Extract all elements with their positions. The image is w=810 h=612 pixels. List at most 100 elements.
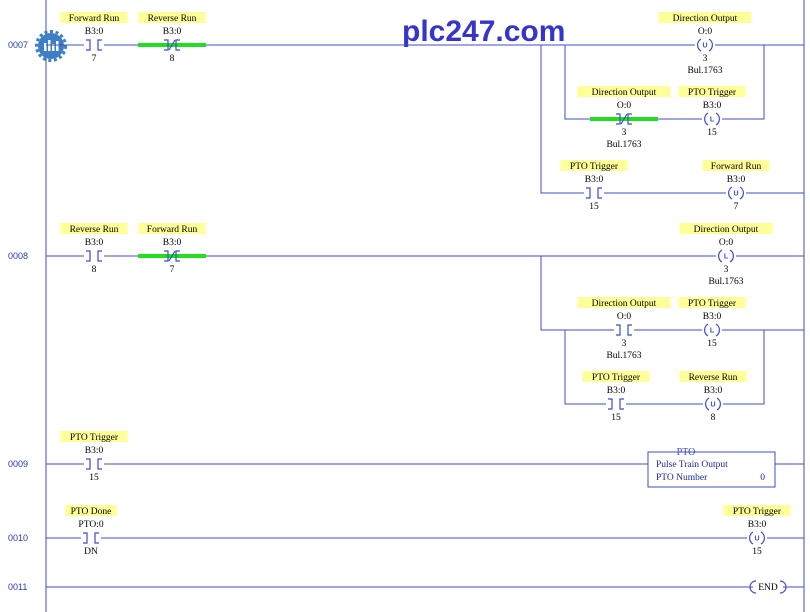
contact-left-bracket: [616, 113, 621, 125]
tag-bit: 7: [92, 54, 97, 64]
tag-label-highlight: [679, 371, 747, 382]
coil-right-arc: [760, 531, 765, 545]
tag-description: Bul.1763: [687, 66, 722, 76]
contact-right-bracket: [597, 187, 602, 199]
coil-left-arc: [728, 186, 733, 200]
coil-left-arc: [704, 323, 709, 337]
tag-label: Direction Output: [694, 225, 759, 235]
coil-right-arc: [708, 38, 713, 52]
coil-left-arc: [705, 397, 710, 411]
pto-block-frame: [647, 451, 776, 488]
tag-bit: 15: [611, 413, 621, 423]
tag-label: PTO Done: [71, 507, 112, 517]
tag-bit: 15: [707, 128, 717, 138]
tag-address: B3:0: [85, 238, 104, 248]
tag-bit: 15: [589, 202, 599, 212]
tag-label-highlight: [60, 12, 128, 23]
tag-label: PTO Trigger: [688, 299, 737, 309]
end-right-arc: [779, 580, 787, 594]
tag-description: Bul.1763: [708, 277, 743, 287]
tag-bit: 3: [622, 339, 627, 349]
tag-address: O:0: [719, 238, 734, 248]
tag-bit: 8: [711, 413, 716, 423]
contact-right-bracket: [94, 532, 99, 544]
rung-7-nested-branch-wire: [564, 45, 765, 120]
tag-label-highlight: [60, 223, 128, 234]
tag-address: B3:0: [85, 27, 104, 37]
coil-left-arc: [718, 249, 723, 263]
tag-description: Bul.1763: [606, 140, 641, 150]
tag-address: B3:0: [85, 446, 104, 456]
tag-address: B3:0: [163, 27, 182, 37]
tag-label: PTO Trigger: [733, 507, 782, 517]
coil-type-letter: U: [702, 43, 707, 50]
coil-type-letter: U: [710, 402, 715, 409]
rung-7-branch-wire: [540, 45, 804, 194]
contact-slash: [168, 39, 176, 51]
contact-slash: [168, 250, 176, 262]
pto-block-title: PTO: [677, 447, 696, 458]
tag-label-highlight: [560, 160, 628, 171]
tag-label: PTO Trigger: [688, 88, 737, 98]
tag-label-highlight: [582, 371, 650, 382]
contact-right-bracket: [97, 458, 102, 470]
contact-left-bracket: [616, 324, 621, 336]
contact-left-bracket: [86, 39, 91, 51]
end-instruction[interactable]: END: [749, 580, 787, 594]
tag-bit: 15: [752, 547, 762, 557]
tag-label: Reverse Run: [70, 225, 119, 235]
rung-8-branch-wire: [540, 256, 804, 331]
tag-label: Forward Run: [147, 225, 198, 235]
tag-label-highlight: [658, 12, 752, 23]
contact-left-bracket: [86, 250, 91, 262]
tag-address: B3:0: [163, 238, 182, 248]
tag-bit: DN: [84, 547, 98, 557]
tag-address: B3:0: [703, 312, 722, 322]
tag-label-highlight: [60, 431, 128, 442]
contact-right-bracket: [97, 250, 102, 262]
tag-label-highlight: [723, 505, 791, 516]
tag-label: Forward Run: [69, 14, 120, 24]
contact-right-bracket: [619, 398, 624, 410]
tag-label: PTO Trigger: [592, 373, 641, 383]
rung-number: 0009: [8, 459, 28, 469]
contact-left-bracket: [164, 250, 169, 262]
brand-watermark: plc247.com: [402, 15, 565, 48]
coil-right-arc: [716, 397, 721, 411]
contact-left-bracket: [586, 187, 591, 199]
contact-right-bracket: [627, 324, 632, 336]
tag-address: B3:0: [607, 386, 626, 396]
tag-label-highlight: [577, 86, 671, 97]
tag-address: O:0: [617, 101, 632, 111]
coil-right-arc: [729, 249, 734, 263]
tag-address: B3:0: [704, 386, 723, 396]
pto-number-label: PTO Number: [656, 473, 708, 483]
tag-label-highlight: [678, 86, 746, 97]
tag-address: O:0: [698, 27, 713, 37]
coil-left-arc: [704, 112, 709, 126]
contact-right-bracket: [175, 39, 180, 51]
tag-bit: 8: [170, 54, 175, 64]
coil-left-arc: [749, 531, 754, 545]
contact-left-bracket: [86, 458, 91, 470]
rung-number: 0010: [8, 533, 28, 543]
tag-address: PTO:0: [78, 520, 103, 530]
